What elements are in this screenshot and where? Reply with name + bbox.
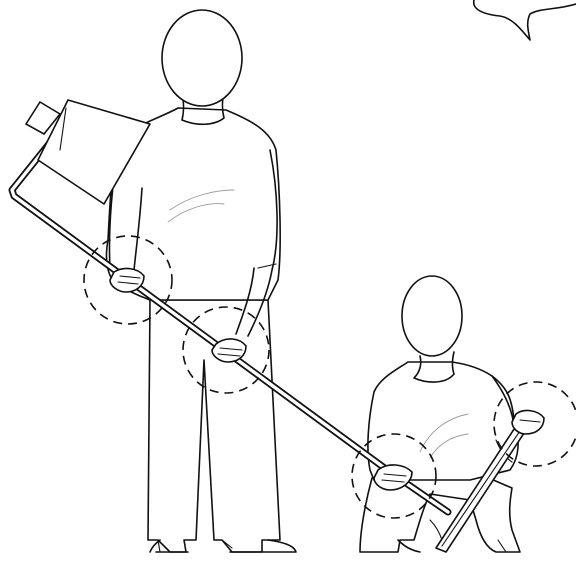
adult-legs xyxy=(148,300,296,552)
speech-bubble-fragment xyxy=(474,0,576,40)
adult-left-hand xyxy=(110,269,144,292)
child-right-hand xyxy=(512,411,544,434)
adult-right-hand xyxy=(212,339,246,362)
adult-head xyxy=(162,10,242,106)
child-head xyxy=(402,276,462,356)
